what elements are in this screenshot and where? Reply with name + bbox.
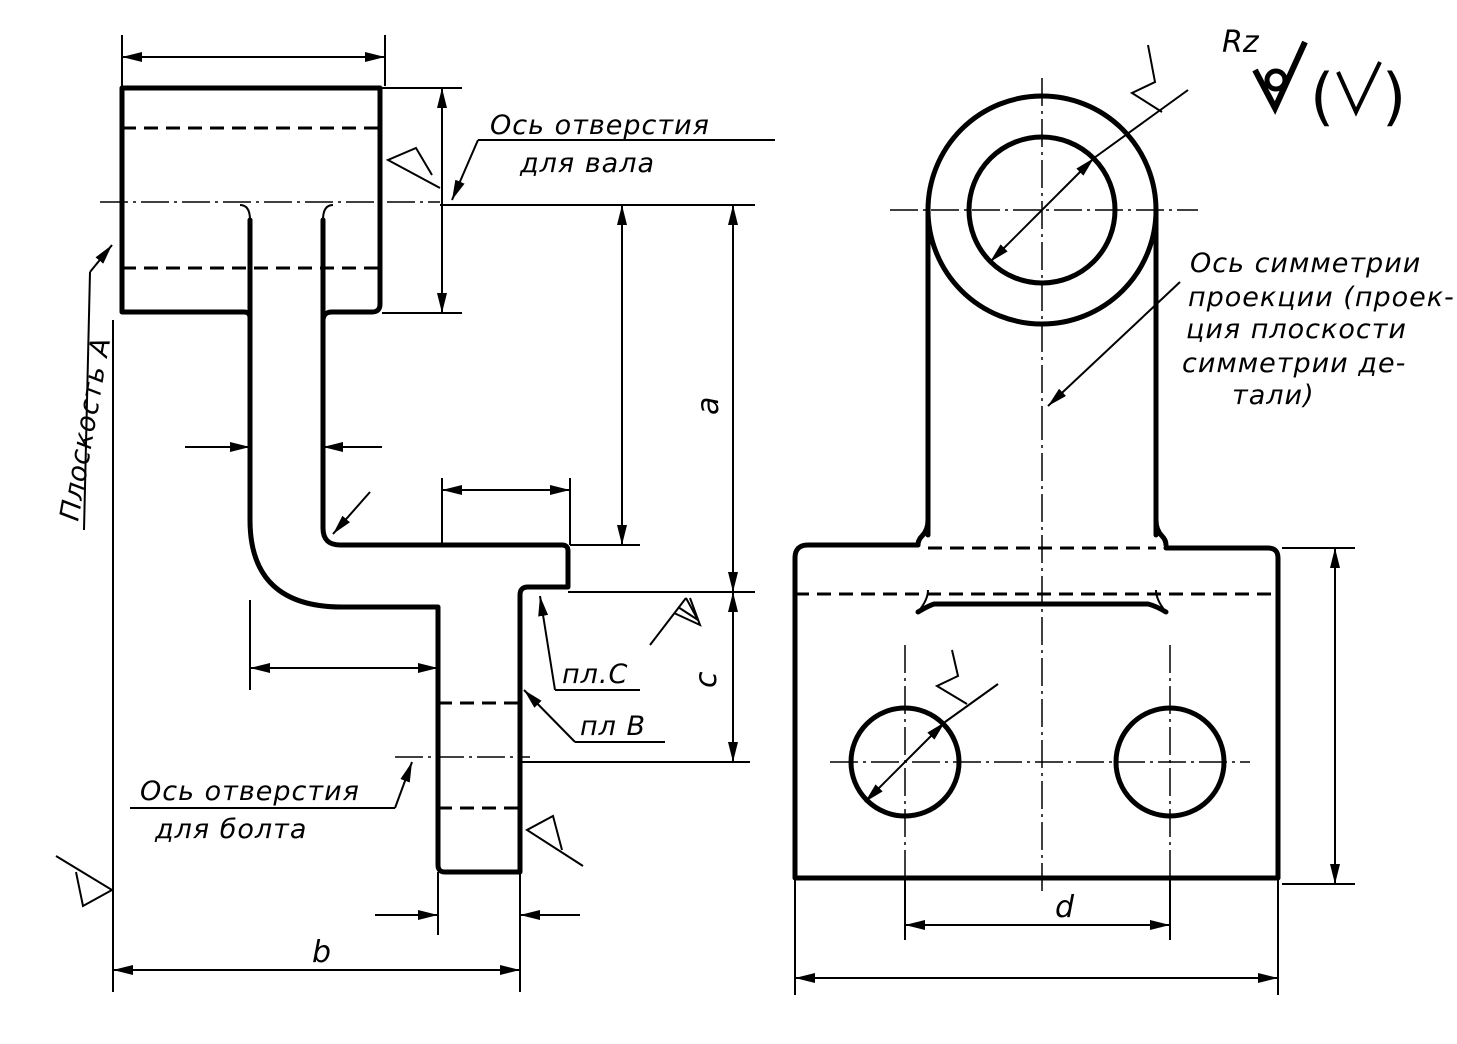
symmetry-note: Ось симметрии проекции (проек- ция плоск… (1047, 248, 1455, 411)
general-roughness-symbol: Rz ( ) (1222, 25, 1406, 133)
dim-bolt-diameter (864, 721, 946, 803)
roughness-mark-shaft (1129, 44, 1163, 113)
fillet-radius-leader (332, 491, 371, 535)
side-dimensions: d (794, 44, 1355, 995)
bolt-axis-note-line2: для болта (154, 814, 307, 845)
roughness-mark-plane-c (649, 597, 702, 646)
plane-b-label: пл В (580, 711, 646, 742)
front-annotations: Ось отверстия для вала Плоскость А пл.С … (54, 110, 775, 908)
roughness-paren-open: ( (1310, 60, 1334, 133)
dim-c-label: c (689, 671, 724, 688)
web-bottom (915, 601, 1169, 615)
roughness-mark-foot (525, 814, 584, 867)
plane-c-leader (538, 595, 556, 691)
bolt-axis-note-line1: Ось отверстия (140, 776, 360, 807)
plane-a-leader (89, 244, 113, 273)
base-outline (792, 517, 1281, 881)
fillet (322, 204, 334, 221)
symmetry-note-line3: ция плоскости (1186, 314, 1407, 345)
front-view (100, 85, 571, 875)
symmetry-note-line4: симметрии де- (1182, 348, 1406, 379)
symmetry-note-line1: Ось симметрии (1190, 248, 1421, 279)
symmetry-leader (1047, 281, 1181, 407)
dim-a-label: a (691, 397, 726, 415)
symmetry-note-line5: тали) (1232, 380, 1315, 411)
dim-d-label: d (1055, 890, 1075, 925)
roughness-mark-boss (385, 146, 441, 189)
fillet (239, 204, 251, 221)
roughness-mark-bolt (934, 649, 968, 705)
roughness-paren-close: ) (1382, 60, 1406, 133)
plane-b-leader (523, 689, 576, 743)
check-mark-icon (1336, 61, 1382, 117)
bolt-axis-leader (394, 761, 413, 809)
roughness-mark-plane-a (55, 855, 114, 908)
roughness-rz-label: Rz (1222, 25, 1260, 60)
shaft-axis-note-line1: Ось отверстия (490, 110, 710, 141)
symmetry-note-line2: проекции (проек- (1188, 282, 1455, 313)
dim-b-label: b (312, 935, 331, 970)
shaft-axis-leader (451, 139, 479, 201)
front-dimensions: a c b (112, 35, 755, 992)
dim-shaft-diameter (989, 157, 1095, 263)
side-view (792, 78, 1281, 895)
front-view-outline (119, 85, 571, 875)
plane-c-label: пл.С (562, 659, 628, 690)
shaft-axis-note-line2: для вала (519, 148, 655, 179)
